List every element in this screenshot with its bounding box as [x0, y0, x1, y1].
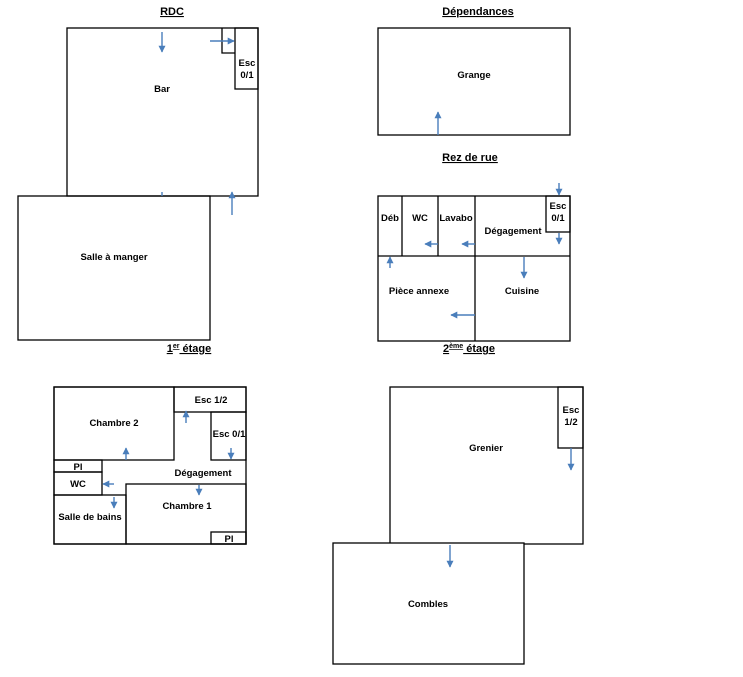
label-esc-line1: Esc — [550, 201, 567, 212]
label-esc-line1: Esc — [239, 58, 256, 69]
label-deb: Déb — [381, 213, 399, 224]
label-esc-line2: 1/2 — [564, 417, 577, 428]
label-pl-top: Pl — [74, 462, 83, 473]
plan-2eme-etage: 2ème étage Grenier Esc 1/2 Combles — [332, 343, 584, 665]
label-combles: Combles — [408, 599, 448, 610]
label-wc: WC — [70, 479, 86, 490]
room-combles — [332, 542, 525, 665]
label-pl-bottom: Pl — [225, 534, 234, 545]
label-esc-1-2: Esc 1/2 — [195, 395, 228, 406]
title-dependances: Dépendances — [442, 6, 514, 18]
stair-landing — [221, 28, 235, 54]
label-degagement: Dégagement — [174, 468, 232, 479]
plan-1er-etage: 1er étage Chambre 2 Esc 1/2 Esc 0/1 Pl W… — [53, 343, 247, 545]
plan-rdc: RDC Bar Esc 0/1 Salle à manger — [17, 6, 259, 341]
label-esc-line1: Esc — [563, 405, 580, 416]
label-lavabo: Lavabo — [439, 213, 472, 224]
room-esc-0-1 — [234, 27, 259, 90]
room-chambre-2 — [53, 386, 175, 461]
title-2eme-etage: 2ème étage — [443, 343, 495, 355]
room-esc-1-2 — [173, 386, 247, 413]
label-salle-a-manger: Salle à manger — [80, 252, 147, 263]
label-chambre-1: Chambre 1 — [162, 501, 212, 512]
label-salle-de-bains: Salle de bains — [58, 512, 121, 523]
label-piece-annexe: Pièce annexe — [389, 286, 449, 297]
label-esc-line2: 0/1 — [551, 213, 565, 224]
label-cuisine: Cuisine — [505, 286, 539, 297]
label-grenier: Grenier — [469, 443, 503, 454]
label-esc-line2: 0/1 — [240, 70, 254, 81]
title-rez-de-rue: Rez de rue — [442, 152, 498, 164]
label-esc-0-1: Esc 0/1 — [213, 429, 246, 440]
plan-dependances: Dépendances Grange — [377, 6, 571, 136]
label-wc: WC — [412, 213, 428, 224]
room-salle-a-manger — [17, 195, 211, 341]
label-grange: Grange — [457, 70, 490, 81]
room-pl-bottom — [210, 531, 247, 545]
room-grange — [377, 27, 571, 136]
title-rdc: RDC — [160, 6, 184, 18]
label-degagement: Dégagement — [484, 226, 542, 237]
label-bar: Bar — [154, 84, 170, 95]
title-1er-etage: 1er étage — [167, 343, 212, 355]
plan-rez-de-rue: Rez de rue Déb WC Lavabo Dégagement Esc … — [377, 152, 571, 342]
rez-outline — [377, 195, 571, 342]
label-chambre-2: Chambre 2 — [89, 418, 138, 429]
room-esc-0-1 — [210, 411, 247, 461]
room-chambre-1 — [125, 483, 247, 545]
room-esc-0-1 — [545, 195, 571, 233]
room-grenier — [389, 386, 584, 545]
